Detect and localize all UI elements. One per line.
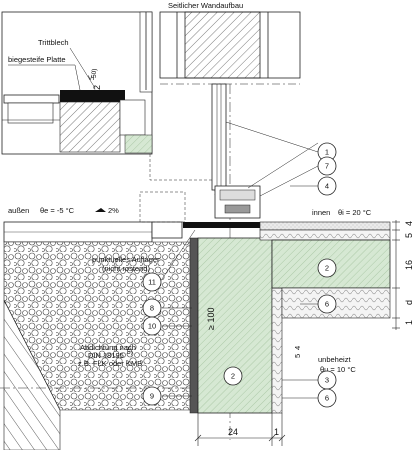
- dim-right-5: 5: [404, 233, 414, 238]
- inside-label: innen: [312, 208, 330, 217]
- svg-text:6: 6: [325, 394, 329, 403]
- dim-v-4: 4: [293, 346, 302, 350]
- dim-right-16: 16: [404, 260, 414, 270]
- callout-10: 10: [142, 316, 162, 336]
- unheated-label: unbeheizt: [318, 355, 351, 364]
- callout-7b: 7: [317, 156, 337, 176]
- seal-label-1: Abdichtung nach: [80, 343, 136, 352]
- seal-ref: 5): [127, 349, 133, 356]
- svg-text:1: 1: [325, 148, 329, 157]
- dim-bottom-24: 24: [228, 427, 238, 437]
- dim-ge100: ≥ 100: [206, 308, 216, 330]
- exterior-paving: außen θe = -5 °C 2%: [3, 191, 186, 243]
- seal-label-2: DIN 18195: [88, 351, 124, 360]
- bottom-dimensions: [194, 413, 286, 446]
- svg-text:2: 2: [231, 372, 235, 381]
- svg-text:2: 2: [325, 264, 329, 273]
- svg-text:8: 8: [150, 304, 154, 313]
- support-label: punktuelles Auflager: [92, 255, 160, 264]
- callout-2a: 2: [317, 258, 337, 278]
- slope-label: 2%: [108, 206, 119, 215]
- theta-e-label: θe = -5 °C: [40, 206, 75, 215]
- window-frame: [183, 83, 263, 440]
- callout-9: 9: [142, 386, 162, 406]
- right-dimensions: [392, 220, 400, 330]
- dim-vi: VI: [88, 75, 94, 82]
- annotations: punktuelles Auflager (nicht rostend) Abd…: [78, 255, 216, 368]
- dim-bottom-1: 1: [274, 427, 279, 437]
- inset-detail: Trittblech biegesteife Platte 2 50) VI: [1, 11, 216, 195]
- callout-8: 8: [142, 298, 162, 318]
- svg-text:3: 3: [325, 376, 329, 385]
- dim-2-50-sup: 50): [91, 69, 98, 78]
- callout-11: 11: [142, 272, 162, 292]
- callout-3: 3: [317, 370, 337, 390]
- callouts: 1 7 4 2 6 3 6 11 8 10 2 9: [142, 142, 337, 408]
- basement-wall: [189, 237, 283, 414]
- outside-label: außen: [8, 206, 29, 215]
- callout-2b: 2: [223, 366, 243, 386]
- svg-text:11: 11: [148, 278, 156, 287]
- svg-text:7: 7: [325, 162, 329, 171]
- plate-label: biegesteife Platte: [8, 55, 66, 64]
- dim-2-50: 2: [92, 85, 102, 90]
- dim-right-4: 4: [404, 221, 414, 226]
- theta-u-label: θu = 10 °C: [320, 365, 356, 374]
- seal-label-3: z.B. FLK oder KMB: [78, 359, 142, 368]
- leader-lines: [159, 121, 331, 399]
- side-wall-label: Seitlicher Wandaufbau: [168, 1, 243, 10]
- svg-text:6: 6: [325, 300, 329, 309]
- dim-right-1: 1: [404, 320, 414, 325]
- svg-text:10: 10: [148, 322, 156, 331]
- side-wall-detail: Seitlicher Wandaufbau: [159, 1, 301, 85]
- floor-build-up: innen θi = 20 °C unbeheizt θu = 10 °C: [259, 208, 391, 374]
- support-note: (nicht rostend): [102, 264, 150, 273]
- svg-text:9: 9: [150, 392, 154, 401]
- callout-6b: 6: [317, 388, 337, 408]
- dim-right-d: d: [404, 300, 414, 305]
- soil: [0, 299, 190, 450]
- dim-v-5: 5: [293, 354, 302, 358]
- theta-i-label: θi = 20 °C: [338, 208, 372, 217]
- trittblech-label: Trittblech: [38, 38, 69, 47]
- callout-6a: 6: [317, 294, 337, 314]
- callout-4: 4: [317, 176, 337, 196]
- svg-text:4: 4: [325, 182, 329, 191]
